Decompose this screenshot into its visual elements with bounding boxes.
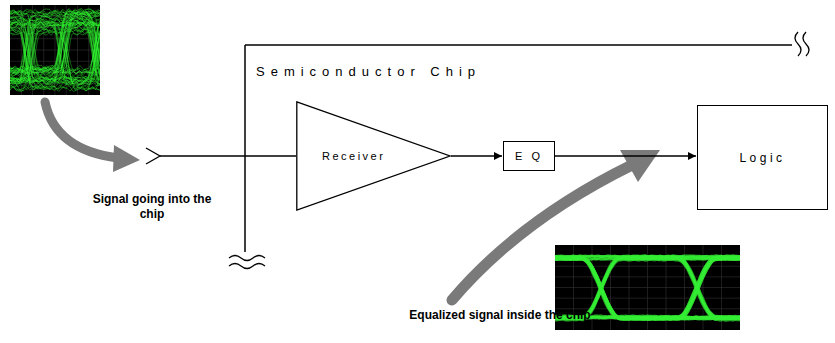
equalizer-box: E Q [503, 141, 555, 171]
block-label: E Q [515, 150, 543, 162]
eye-trace [10, 8, 100, 69]
caption-note: Signal going into the chip [84, 192, 220, 222]
eye-trace [10, 21, 100, 81]
break-symbol [795, 32, 809, 56]
block-label: Logic [739, 151, 785, 165]
grid-line [555, 287, 740, 288]
signal-arrow [555, 155, 696, 156]
pointer-arrowhead [620, 150, 660, 182]
chip-border [244, 45, 246, 252]
input-wire [160, 155, 296, 156]
pointer-arrow [452, 165, 632, 300]
triangle-outline [297, 102, 450, 210]
break-symbol [229, 256, 265, 269]
eye-trace [555, 256, 740, 317]
signal-arrow [451, 155, 502, 156]
grid-line [555, 298, 740, 299]
eye-trace [10, 22, 100, 83]
input-pin [146, 148, 160, 164]
eye-trace [10, 28, 100, 88]
chip-title: Semiconductor Chip [256, 64, 481, 79]
eye-trace [555, 256, 740, 317]
pointer-arrow [45, 102, 118, 158]
receiver-amplifier: Receiver [296, 101, 451, 211]
eye-trace [10, 23, 100, 85]
eye-trace [10, 16, 100, 78]
pointer-arrowhead [113, 145, 140, 172]
grid-line [555, 276, 740, 277]
eye-traces [10, 8, 100, 91]
eye-trace [10, 28, 100, 89]
caption-note: Equalized signal inside the chip [405, 308, 595, 323]
logic-block: Logic [697, 105, 828, 210]
chip-border [245, 44, 792, 46]
block-label: Receiver [322, 150, 385, 162]
grid-line [555, 266, 740, 267]
eye-trace [555, 256, 740, 317]
eye-trace [10, 16, 100, 76]
